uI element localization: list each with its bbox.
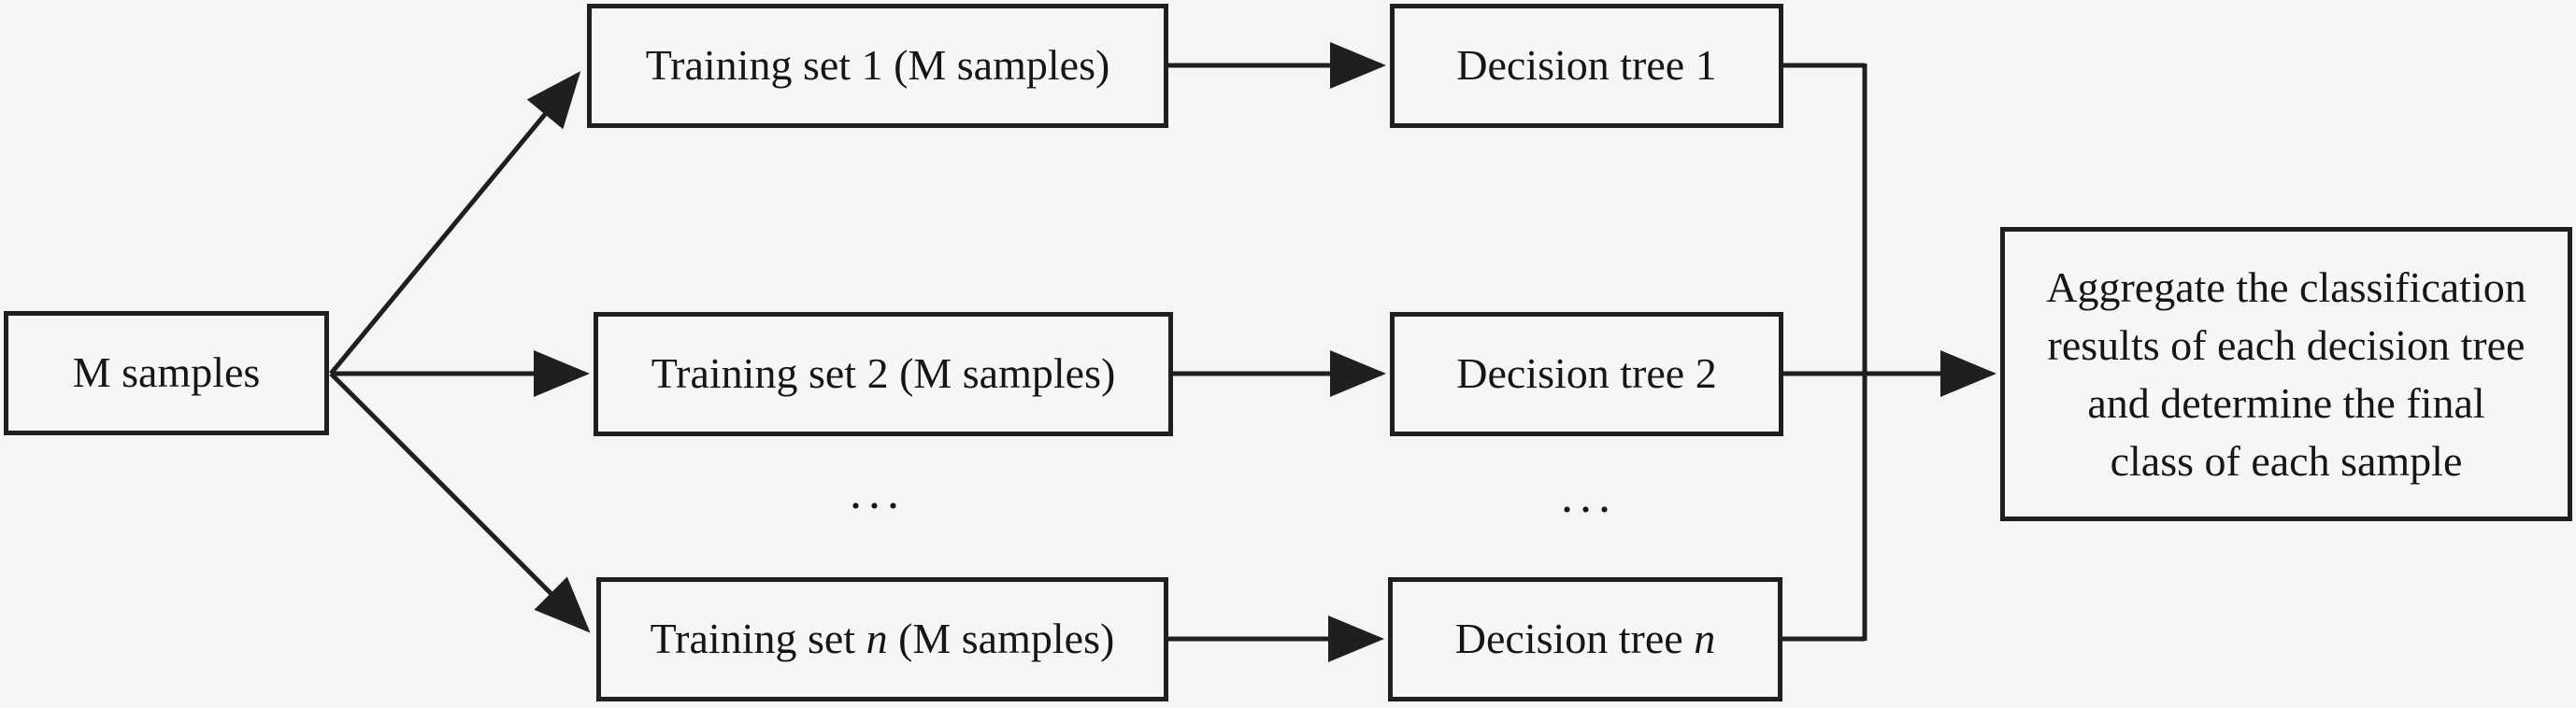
node-training-set-2-label: Training set 2 (M samples) xyxy=(651,349,1116,398)
node-decision-tree-2: Decision tree 2 xyxy=(1390,312,1783,436)
ellipsis-training-column: ... xyxy=(850,466,906,519)
ellipsis-tree-column: ... xyxy=(1561,470,1617,523)
arrow-msamples-to-trainingn xyxy=(329,372,591,633)
node-m-samples: M samples xyxy=(4,311,329,435)
node-decision-tree-2-label: Decision tree 2 xyxy=(1456,349,1717,398)
arrow-msamples-to-training1 xyxy=(329,71,581,375)
variable-n: n xyxy=(1694,615,1716,663)
node-decision-tree-1-label: Decision tree 1 xyxy=(1456,41,1717,90)
aggregate-line-2: results of each decision tree xyxy=(2047,320,2526,369)
node-aggregate-results: Aggregate the classification results of … xyxy=(2000,227,2572,521)
node-decision-tree-1: Decision tree 1 xyxy=(1390,4,1783,128)
aggregate-line-4: class of each sample xyxy=(2110,436,2463,485)
variable-n: n xyxy=(866,615,888,663)
node-training-set-2: Training set 2 (M samples) xyxy=(594,312,1173,436)
node-training-set-n: Training set n (M samples) xyxy=(596,577,1168,701)
node-training-set-n-label: Training set n (M samples) xyxy=(650,615,1115,663)
node-training-set-1-label: Training set 1 (M samples) xyxy=(645,41,1110,90)
node-decision-tree-n-label: Decision tree n xyxy=(1454,615,1716,663)
node-training-set-1: Training set 1 (M samples) xyxy=(587,4,1168,128)
aggregate-line-3: and determine the final xyxy=(2087,378,2485,427)
node-decision-tree-n: Decision tree n xyxy=(1388,577,1782,701)
node-m-samples-label: M samples xyxy=(72,348,261,397)
aggregate-line-1: Aggregate the classification xyxy=(2046,262,2526,311)
